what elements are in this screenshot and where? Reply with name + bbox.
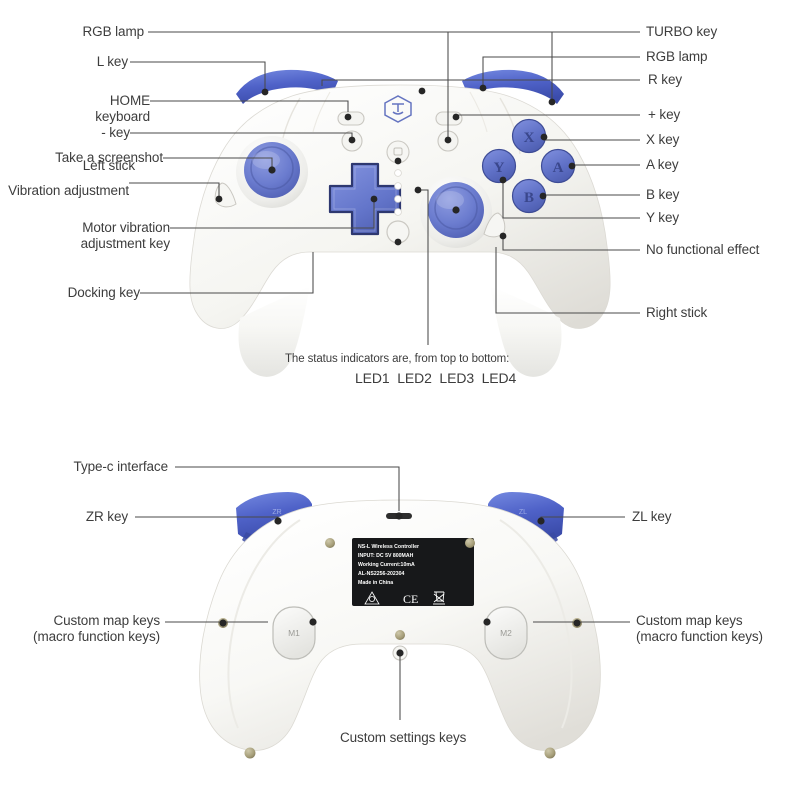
svg-text:A: A — [553, 160, 564, 176]
spec-line-4: AL-NS2256-202304 — [358, 571, 405, 577]
label-left-stick: Left stick — [82, 158, 135, 173]
right-grip — [490, 286, 562, 377]
led4 — [394, 208, 402, 216]
front-leader-dots — [215, 84, 576, 246]
spec-line-2: INPUT: DC 5V 800MAH — [358, 553, 414, 559]
status-indicator-note-line1: The status indicators are, from top to b… — [285, 353, 510, 365]
zr-trigger-text: ZR — [272, 509, 281, 516]
label-plus-key: + key — [648, 107, 681, 122]
led-status-indicators — [394, 169, 402, 216]
label-take-a-screenshot: Take a screenshot — [55, 150, 163, 165]
screw-bottom-right — [544, 747, 556, 759]
m1-macro-button: M1 — [272, 606, 316, 660]
led3 — [394, 195, 402, 203]
screw-top-right — [465, 538, 475, 548]
screw-top-left — [325, 538, 335, 548]
label-rgb-lamp-right: RGB lamp — [646, 49, 708, 64]
label-motor-vibration-adjustment-key: Motor vibration adjustment key — [80, 220, 171, 251]
label-docking-key: Docking key — [67, 285, 141, 300]
label-custom-settings-keys: Custom settings keys — [340, 730, 467, 745]
back-shell — [199, 499, 601, 751]
label-l-key: L key — [96, 54, 128, 69]
recycle-triangle-icon — [364, 591, 380, 605]
ce-mark-icon: CE — [403, 592, 418, 606]
y-button — [481, 148, 517, 184]
spec-line-3: Working Current:10mA — [358, 562, 415, 568]
label-a-key: A key — [646, 157, 679, 172]
r-shoulder-button — [462, 69, 564, 104]
label-turbo-key: TURBO key — [646, 24, 718, 39]
m2-macro-button: M2 — [484, 606, 528, 660]
led2 — [394, 182, 402, 190]
m2-button-label: M2 — [500, 628, 512, 638]
turbo-logo-icon — [384, 95, 412, 123]
label-y-key: Y key — [646, 210, 680, 225]
status-indicator-note-line2: LED1 LED2 LED3 LED4 — [355, 370, 517, 386]
label-zl-key: ZL key — [632, 509, 672, 524]
label-custom-map-keys-right: Custom map keys (macro function keys) — [636, 613, 763, 644]
label-vibration-adjustment: Vibration adjustment — [8, 183, 129, 198]
weee-bin-icon — [433, 591, 445, 605]
label-no-functional-effect: No functional effect — [646, 242, 760, 257]
l-shoulder-button — [236, 69, 338, 104]
front-controller-body: X A B Y — [189, 69, 611, 377]
svg-text:Y: Y — [494, 160, 505, 176]
left-grip — [238, 286, 310, 377]
label-type-c-interface: Type-c interface — [73, 459, 169, 474]
spec-label-plate: NS-L Wireless Controller INPUT: DC 5V 80… — [352, 538, 474, 606]
screw-center — [395, 630, 405, 640]
spec-line-5: Made in China — [358, 580, 393, 586]
label-r-key: R key — [648, 72, 683, 87]
screw-bottom-left — [244, 747, 256, 759]
label-x-key: X key — [646, 132, 680, 147]
svg-text:X: X — [524, 130, 535, 146]
svg-text:CE: CE — [403, 592, 418, 606]
label-rgb-lamp-left: RGB lamp — [82, 24, 145, 39]
led1 — [394, 169, 402, 177]
m1-button-label: M1 — [288, 628, 300, 638]
label-minus-key: - key — [101, 125, 130, 140]
zl-trigger-text: ZL — [519, 509, 527, 516]
right-fin — [483, 212, 506, 238]
back-leader-dots — [219, 512, 581, 657]
label-b-key: B key — [646, 187, 680, 202]
label-zr-key: ZR key — [85, 509, 128, 524]
label-custom-map-keys-left: Custom map keys (macro function keys) — [33, 613, 160, 644]
spec-line-1: NS-L Wireless Controller — [358, 544, 419, 550]
svg-text:B: B — [524, 190, 534, 206]
label-home-keyboard: HOME keyboard — [95, 93, 150, 124]
label-right-stick: Right stick — [646, 305, 708, 320]
